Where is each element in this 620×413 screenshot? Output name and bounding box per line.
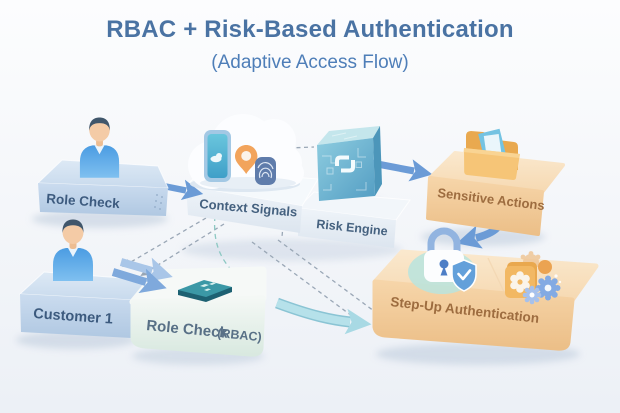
node-label-rbac-suffix: (RBAC) xyxy=(217,326,263,344)
chip-card-icon xyxy=(178,280,232,302)
node-rbac-check: Role Check (RBAC) xyxy=(129,266,267,357)
node-step-up: Step-Up Authentication xyxy=(372,227,599,351)
diagram-subtitle: (Adaptive Access Flow) xyxy=(211,52,409,73)
location-pin-icon xyxy=(235,145,258,175)
node-label-customer-1: Customer 1 xyxy=(33,306,114,328)
fingerprint-icon xyxy=(255,157,276,185)
node-customer-1: Customer 1 xyxy=(18,219,149,338)
dashed-risk-to-stepup-1 xyxy=(251,241,353,317)
node-sensitive-actions: Sensitive Actions xyxy=(426,128,565,236)
user-avatar-icon xyxy=(79,117,120,178)
node-role-check: Role Check xyxy=(36,117,169,216)
dashed-context-to-customer-2 xyxy=(140,223,225,277)
arrow-customer-to-rbac xyxy=(111,257,173,294)
lock-shield-icon xyxy=(408,227,477,294)
folder-documents-icon xyxy=(463,128,520,180)
node-label-role-check: Role Check xyxy=(46,191,121,211)
dashed-risk-to-stepup-2 xyxy=(277,239,379,315)
user-avatar-icon xyxy=(53,219,93,281)
arrow-rbac-to-stepup xyxy=(275,297,372,335)
smartphone-icon xyxy=(204,130,231,182)
diagram-title: RBAC + Risk-Based Authentication xyxy=(106,16,514,43)
circuit-cube-icon xyxy=(317,126,382,201)
dashed-context-to-customer-1 xyxy=(122,217,207,268)
node-risk-engine: Risk Engine xyxy=(296,191,411,248)
folder-gears-icon xyxy=(505,251,562,305)
